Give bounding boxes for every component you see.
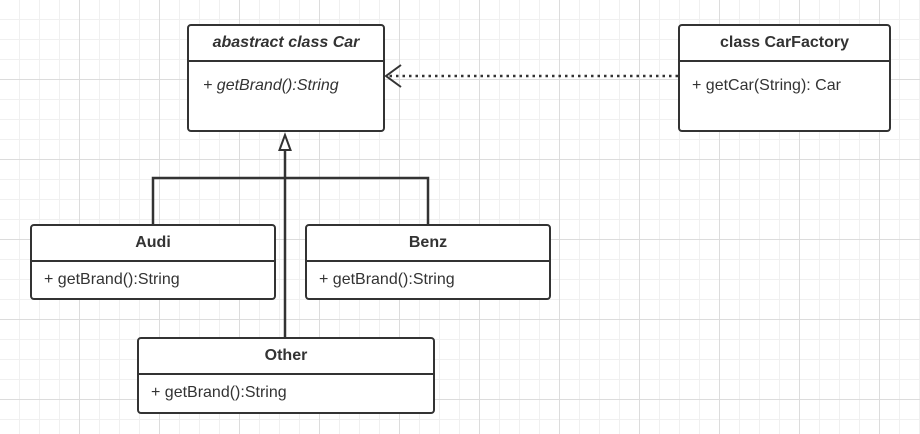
class-other-method: + getBrand():String [151, 384, 287, 401]
class-carfactory-method: + getCar(String): Car [692, 77, 841, 94]
class-benz[interactable]: Benz + getBrand():String [305, 224, 551, 300]
class-other-name: Other [139, 339, 433, 375]
class-car-method: + getBrand():String [203, 77, 339, 94]
class-carfactory[interactable]: class CarFactory + getCar(String): Car [678, 24, 891, 132]
inheritance-line-benz[interactable] [285, 176, 430, 225]
class-benz-method: + getBrand():String [319, 271, 455, 288]
class-audi-method: + getBrand():String [44, 271, 180, 288]
inheritance-arrowhead [278, 132, 292, 151]
dependency-arrowhead [384, 64, 402, 88]
class-other[interactable]: Other + getBrand():String [137, 337, 435, 414]
class-audi[interactable]: Audi + getBrand():String [30, 224, 276, 300]
class-benz-name: Benz [307, 226, 549, 262]
class-car[interactable]: abastract class Car + getBrand():String [187, 24, 385, 132]
class-audi-name: Audi [32, 226, 274, 262]
class-carfactory-name: class CarFactory [680, 26, 889, 62]
inheritance-line-audi[interactable] [151, 176, 285, 225]
class-car-name: abastract class Car [189, 26, 383, 62]
